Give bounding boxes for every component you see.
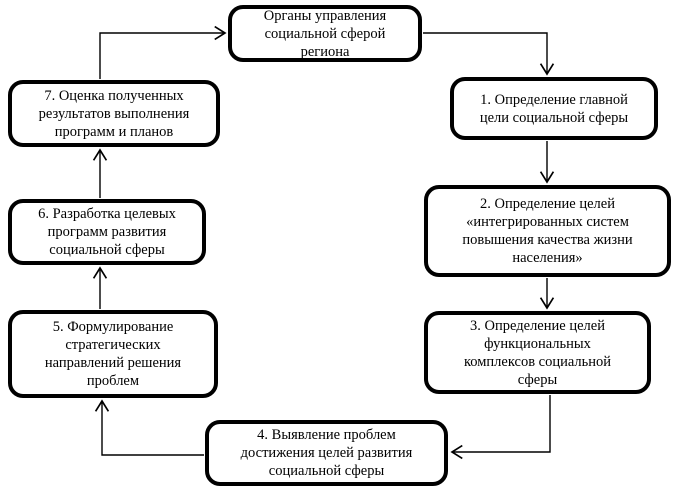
node-step-5-label: 5. Формулирование стратегических направл… <box>44 319 182 389</box>
node-step-3-label: 3. Определение целей функциональных комп… <box>463 317 612 388</box>
arrow-step7-to-authority <box>99 25 227 79</box>
arrow-step3-to-step4 <box>450 395 551 460</box>
node-step-3: 3. Определение целей функциональных комп… <box>424 311 651 394</box>
arrow-authority-to-step1 <box>423 32 555 76</box>
node-step-4-label: 4. Выявление проблем достижения целей ра… <box>240 427 413 479</box>
node-step-1: 1. Определение главной цели социальной с… <box>450 77 658 140</box>
node-step-6: 6. Разработка целевых программ развития … <box>8 199 206 265</box>
node-authority: Органы управления социальной сферой реги… <box>228 5 422 62</box>
arrow-step4-to-step5 <box>94 399 204 456</box>
node-step-7: 7. Оценка полученных результатов выполне… <box>8 80 220 147</box>
node-step-1-label: 1. Определение главной цели социальной с… <box>479 91 629 126</box>
node-step-6-label: 6. Разработка целевых программ развития … <box>38 206 176 258</box>
node-step-2-label: 2. Определение целей «интегрированных си… <box>462 196 633 266</box>
node-step-7-label: 7. Оценка полученных результатов выполне… <box>38 87 190 140</box>
node-step-4: 4. Выявление проблем достижения целей ра… <box>205 420 448 486</box>
node-authority-label: Органы управления социальной сферой реги… <box>263 7 387 60</box>
node-step-5: 5. Формулирование стратегических направл… <box>8 310 218 398</box>
node-step-2: 2. Определение целей «интегрированных си… <box>424 185 671 277</box>
